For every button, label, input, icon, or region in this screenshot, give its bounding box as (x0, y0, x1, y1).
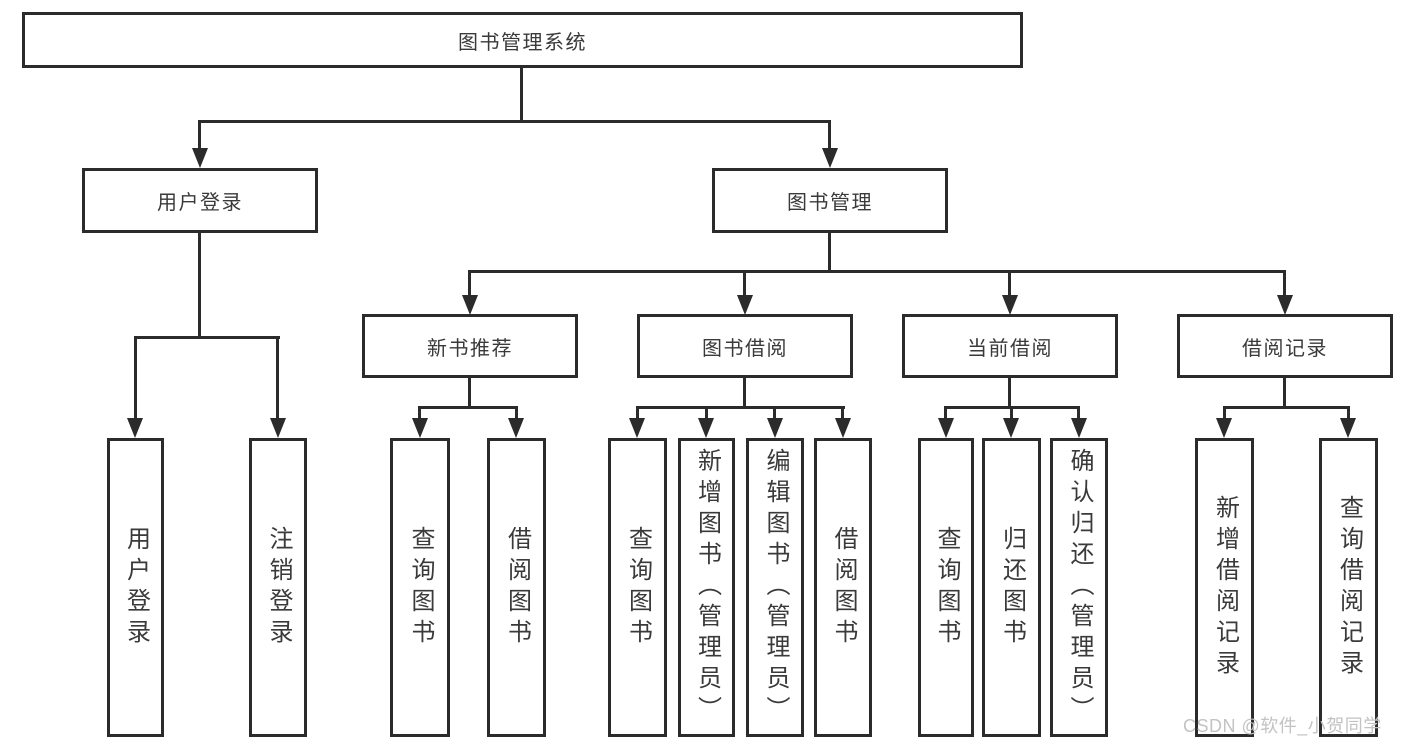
arrowhead-add-borrow-record (1216, 418, 1232, 438)
connector-stub-book-borrowing (743, 270, 746, 297)
connector-book-borrowing-stem (743, 378, 746, 409)
connector-stub-current-borrowing (1008, 270, 1011, 297)
connector-borrowing-records-stem (1283, 378, 1286, 409)
arrowhead-book-management (822, 148, 838, 168)
arrowhead-query-books-current (938, 418, 954, 438)
arrowhead-borrow-books-borrowing (835, 418, 851, 438)
node-label: 查询借阅记录 (1335, 494, 1363, 681)
node-label: 查询图书 (933, 525, 960, 650)
node-label: 查询图书 (407, 525, 434, 650)
node-book-borrowing: 图书借阅 (637, 314, 853, 378)
connector-root-stem (520, 68, 523, 123)
node-label: 图书管理 (787, 192, 873, 214)
watermark: CSDN @软件_小贺同学 (1183, 716, 1382, 736)
connector-bus-level3 (468, 270, 1286, 273)
leaf-add-books-admin: 新增图书（管理员） (678, 438, 735, 737)
connector-new-book-stem (468, 378, 471, 409)
leaf-return-books: 归还图书 (982, 438, 1041, 737)
arrowhead-return-books (1003, 418, 1019, 438)
node-label: 新增图书（管理员） (693, 448, 721, 727)
arrowhead-query-books-recommend (412, 418, 428, 438)
node-label: 编辑图书（管理员） (762, 448, 789, 727)
leaf-borrow-books-recommend: 借阅图书 (487, 438, 546, 737)
node-label: 图书管理系统 (458, 31, 587, 54)
node-label: 用户登录 (157, 192, 243, 214)
node-borrowing-records: 借阅记录 (1177, 314, 1393, 378)
leaf-confirm-return-admin: 确认归还（管理员） (1050, 438, 1108, 737)
arrowhead-user-login (192, 148, 208, 168)
connector-stub-edit-books-admin (773, 406, 776, 420)
connector-current-borrowing-stem (1008, 378, 1011, 409)
node-label: 归还图书 (998, 525, 1026, 650)
node-library-management-system: 图书管理系统 (22, 12, 1023, 68)
connector-stub-leaf-user-login (134, 336, 137, 420)
connector-stub-book-management (828, 120, 831, 150)
node-current-borrowing: 当前借阅 (902, 314, 1118, 378)
node-label: 借阅记录 (1242, 337, 1328, 360)
arrowhead-borrow-books-recommend (508, 418, 524, 438)
arrowhead-query-books-borrowing (629, 418, 645, 438)
connector-bus-borrowing-records (1223, 406, 1350, 409)
leaf-query-books-borrowing: 查询图书 (608, 438, 667, 737)
node-label: 用户登录 (122, 525, 150, 650)
arrowhead-book-borrowing (737, 295, 753, 315)
arrowhead-confirm-return (1071, 418, 1087, 438)
node-label: 借阅图书 (830, 525, 857, 650)
node-user-login: 用户登录 (82, 168, 318, 233)
arrowhead-current-borrowing (1002, 295, 1018, 315)
connector-stub-add-borrow-record (1223, 406, 1226, 420)
arrowhead-edit-books-admin (767, 418, 783, 438)
connector-bus-level2 (198, 120, 831, 123)
leaf-borrow-books-borrowing: 借阅图书 (814, 438, 872, 737)
connector-stub-query-borrow-record (1347, 406, 1350, 420)
connector-stub-confirm-return (1077, 406, 1080, 420)
node-label: 新增借阅记录 (1211, 494, 1239, 681)
arrowhead-leaf-user-login (127, 418, 143, 438)
connector-bus-user-login (134, 336, 280, 339)
connector-bus-book-borrowing (636, 406, 845, 409)
connector-stub-user-login (198, 120, 201, 150)
arrowhead-add-books-admin (698, 418, 714, 438)
leaf-edit-books-admin: 编辑图书（管理员） (746, 438, 804, 737)
connector-stub-borrow-books-borrowing (841, 406, 844, 420)
connector-bus-new-book (418, 406, 518, 409)
connector-stub-add-books-admin (705, 406, 708, 420)
node-label: 新书推荐 (427, 337, 513, 360)
connector-stub-query-books-recommend (418, 406, 421, 420)
leaf-query-books-recommend: 查询图书 (390, 438, 450, 737)
arrowhead-query-borrow-record (1340, 418, 1356, 438)
leaf-add-borrow-record: 新增借阅记录 (1195, 438, 1254, 737)
connector-stub-new-book (468, 270, 471, 297)
arrowhead-borrowing-records (1277, 295, 1293, 315)
connector-stub-borrow-books-recommend (515, 406, 518, 420)
arrowhead-leaf-logout (270, 418, 286, 438)
leaf-query-borrow-record: 查询借阅记录 (1319, 438, 1378, 737)
connector-stub-borrowing-records (1283, 270, 1286, 297)
connector-stub-leaf-logout (276, 336, 279, 420)
leaf-user-login: 用户登录 (107, 438, 164, 737)
node-label: 查询图书 (624, 525, 652, 650)
node-label: 当前借阅 (967, 337, 1053, 360)
connector-stub-query-books-borrowing (636, 406, 639, 420)
leaf-logout: 注销登录 (249, 438, 307, 737)
node-new-book-recommendation: 新书推荐 (362, 314, 578, 378)
arrowhead-new-book (462, 295, 478, 315)
leaf-query-books-current: 查询图书 (918, 438, 974, 737)
connector-stub-query-books-current (944, 406, 947, 420)
connector-user-login-stem (198, 233, 201, 339)
node-label: 图书借阅 (702, 337, 788, 360)
node-label: 注销登录 (265, 525, 292, 650)
connector-book-management-stem (828, 233, 831, 273)
node-book-management: 图书管理 (712, 168, 948, 233)
node-label: 借阅图书 (503, 525, 531, 650)
node-label: 确认归还（管理员） (1066, 448, 1093, 727)
connector-stub-return-books (1010, 406, 1013, 420)
